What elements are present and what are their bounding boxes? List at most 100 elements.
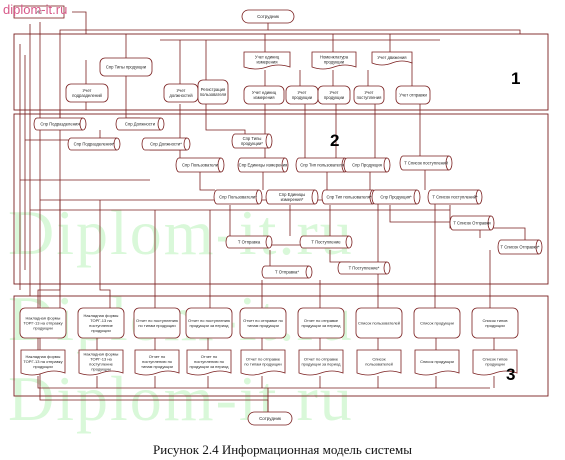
node-label: продукции — [324, 60, 345, 65]
section-number-3: 3 — [506, 365, 515, 384]
node-label: поступление — [89, 323, 113, 328]
node-label: продукции за период — [190, 364, 230, 369]
node-label: Т Поступление — [311, 239, 341, 244]
node-s2-p: Т Список Отправки — [449, 215, 495, 231]
node-label: Спр Продукция — [352, 162, 382, 167]
connector-line — [37, 200, 61, 310]
node-label: Список — [372, 356, 386, 361]
node-label: пользователей — [365, 361, 393, 366]
node-label: пользователя — [200, 92, 227, 97]
node-label: Отчет по поступлению — [188, 318, 230, 323]
site-label: diplom-it.ru — [3, 2, 68, 17]
node-label: Спр Тип пользователя* — [326, 194, 371, 199]
node-label: Регистрация — [201, 87, 225, 92]
node-s2-d: Спр Должности* — [141, 137, 191, 151]
connector-line — [59, 22, 269, 320]
node-s3d-8: Список продукции — [414, 349, 460, 376]
node-label: продукции — [33, 364, 52, 369]
node-label: Спр Должности* — [150, 141, 182, 146]
node-label: Отчет по отправке — [304, 318, 339, 323]
connector-line — [37, 376, 490, 389]
node-label: поступлению по — [194, 359, 225, 364]
node-s1-g: Учет движения — [371, 51, 413, 66]
node-label: продукции — [91, 366, 110, 371]
node-label: Спр Типы продукции — [106, 64, 147, 69]
node-label: измерения* — [281, 197, 304, 202]
connector-line — [268, 29, 521, 34]
node-label: Список продукции — [420, 359, 454, 364]
node-label: Т Список поступлений* — [432, 194, 478, 199]
node-label: Спр Тип пользователя — [300, 162, 343, 167]
node-label: ТОРГ-13 на отправку — [23, 359, 62, 364]
node-label: Спр Пользователи* — [219, 194, 257, 199]
node-label: типам продукции — [141, 364, 173, 369]
node-label: Спр Подразделения — [40, 121, 79, 126]
connector-line — [304, 104, 325, 161]
node-start: Сотрудник — [241, 9, 295, 24]
node-label: поступление — [89, 361, 113, 366]
node-s2-a: Спр Подразделения — [33, 117, 87, 131]
connector-line — [329, 250, 350, 263]
node-s2-b: Спр Должности — [115, 117, 165, 131]
node-label: Учет — [298, 90, 307, 95]
node-label: Учет движения — [377, 55, 406, 60]
connector-line — [389, 205, 470, 223]
node-s3-7: Список пользователей — [355, 307, 403, 339]
section-2-frame — [13, 113, 549, 285]
node-label: типам продукции — [247, 323, 279, 328]
node-label: Отчет по отправке — [304, 356, 339, 361]
node-label: по типам продукции — [244, 361, 281, 366]
node-label: Накладная формы — [84, 351, 119, 356]
node-label: Учет — [83, 88, 92, 93]
figure-caption: Рисунок 2.4 Информационная модель систем… — [153, 442, 412, 457]
node-label: поступлению по — [142, 359, 173, 364]
node-label: подразделений — [72, 93, 102, 98]
node-label: ТОРГ-13 на — [90, 356, 112, 361]
node-s2-j: Т Список поступлений — [399, 155, 453, 171]
node-label: Учет — [330, 90, 339, 95]
connector-line — [199, 170, 215, 191]
node-s3-8: Список продукции — [413, 307, 461, 339]
node-label: Отчет по — [149, 354, 166, 359]
node-s2-q: Т Отправка — [225, 235, 273, 249]
node-label: Накладная формы — [26, 315, 61, 320]
node-s2-s: Т Список Отправки* — [497, 239, 543, 255]
node-label: Сотрудник — [259, 416, 281, 421]
node-label: Т Список поступлений — [404, 160, 448, 165]
node-label: ИС — [36, 10, 43, 15]
node-label: Учет отправки — [399, 92, 427, 97]
node-label: Номенклатура — [320, 54, 349, 59]
node-s2-t: Т Отправка* — [261, 265, 313, 279]
node-label: Спр Единицы — [279, 192, 305, 197]
node-label: Отчет по — [201, 354, 218, 359]
node-label: Спр Продукция* — [380, 194, 412, 199]
node-label: Спр Подразделения* — [74, 141, 115, 146]
node-s2-c: Спр Подразделения* — [67, 137, 121, 151]
node-label: Т Список Отправки — [453, 220, 491, 225]
node-s2-k: Спр Пользователи* — [213, 189, 263, 205]
node-label: поступления — [357, 95, 382, 100]
node-label: Список типов — [482, 318, 507, 323]
node-label: продукции — [292, 95, 313, 100]
node-label: Накладная формы — [84, 313, 119, 318]
node-label: продукции за период — [302, 323, 342, 328]
node-s2-n: Спр Продукция* — [371, 189, 421, 205]
node-label: Спр Пользователи — [182, 162, 219, 167]
node-s2-m: Спр Тип пользователя* — [321, 189, 377, 205]
section-3-frame — [13, 295, 549, 397]
